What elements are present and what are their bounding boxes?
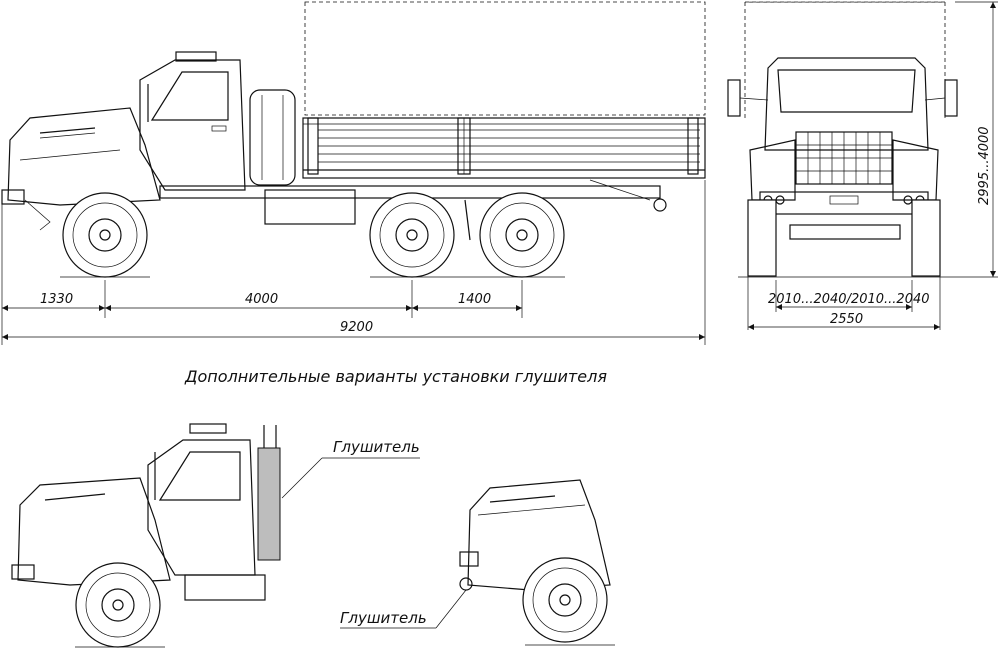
variant-vertical-muffler: Глушитель [11,423,420,648]
dim-overall-width: 2550 [830,312,863,327]
front-wheel [62,192,148,278]
cargo-platform [302,117,706,179]
dim-axle-spacing: 1400 [458,292,491,307]
side-view-truck [1,1,706,278]
dim-wheelbase: 4000 [245,292,278,307]
front-view-dimensions: 2010...2040/2010...2040 2550 2995...4000 [747,1,998,330]
label-muffler-vertical: Глушитель [333,438,420,456]
right-tire [911,199,941,277]
spare-wheel [249,89,296,186]
left-tire [747,199,777,277]
hood-variant-2 [467,479,611,591]
hood [7,107,161,206]
front-cab [764,57,929,151]
dim-front-overhang: 1330 [40,292,73,307]
left-mirror [727,79,741,117]
front-wheel-variant-1 [75,562,161,648]
dim-track-width: 2010...2040/2010...2040 [768,292,930,307]
label-muffler-low: Глушитель [340,609,427,627]
awning-outline [304,1,706,116]
variant-low-muffler: Глушитель [340,479,615,646]
windshield [777,69,916,113]
right-mirror [944,79,958,117]
dim-overall-length: 9200 [340,320,373,335]
dim-height: 2995...4000 [977,126,992,205]
fuel-tank [264,189,356,225]
front-bumper-front [759,191,929,215]
hood-variant-1 [17,477,171,586]
rear-wheel-1 [369,192,455,278]
cab [139,59,246,191]
vertical-muffler [257,447,281,561]
front-view-truck [727,1,958,278]
cab-window [150,71,229,121]
low-muffler [459,577,473,591]
rear-wheel-2 [479,192,565,278]
front-wheel-variant-2 [522,557,608,643]
front-bumper [1,189,25,205]
side-view-dimensions: 1330 4000 1400 9200 [1,180,706,345]
alt-muffler-caption: Дополнительные варианты установки глушит… [184,367,607,386]
